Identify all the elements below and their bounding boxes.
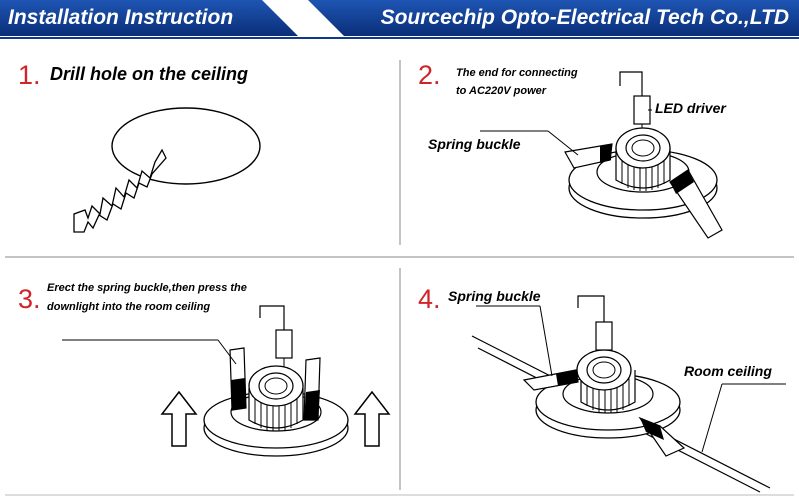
step-2-illustration <box>480 71 723 239</box>
step-1-title: Drill hole on the ceiling <box>50 64 249 84</box>
step-3-title-line1: Erect the spring buckle,then press the <box>47 282 247 294</box>
step-1-illustration <box>73 107 261 233</box>
header-bar: Installation Instruction Sourcechip Opto… <box>0 0 799 40</box>
header-left-title: Installation Instruction <box>8 6 234 29</box>
step-2-led-driver-label: LED driver <box>655 100 726 116</box>
step-4-spring-buckle-label: Spring buckle <box>448 288 541 304</box>
led-driver-icon-4 <box>595 321 613 351</box>
up-arrow-right-icon <box>353 390 391 447</box>
up-arrow-left-icon <box>160 390 198 447</box>
step-3-illustration <box>62 305 391 457</box>
step-2-title-line1: The end for connecting <box>456 67 578 79</box>
saw-icon <box>73 148 167 233</box>
step-4-number: 4. <box>418 284 441 314</box>
header-right-title: Sourcechip Opto-Electrical Tech Co.,LTD <box>380 6 789 29</box>
step-2-spring-buckle-label: Spring buckle <box>428 136 521 152</box>
step-2-number: 2. <box>418 60 441 90</box>
ceiling-hole <box>111 107 261 185</box>
step-4-room-ceiling-label: Room ceiling <box>684 363 772 379</box>
step-1-number: 1. <box>18 60 41 90</box>
step-2-title-line2: to AC220V power <box>456 85 547 97</box>
header-background <box>0 0 799 39</box>
step-3-title-line2: downlight into the room ceiling <box>47 301 211 313</box>
step-3-number: 3. <box>18 284 41 314</box>
